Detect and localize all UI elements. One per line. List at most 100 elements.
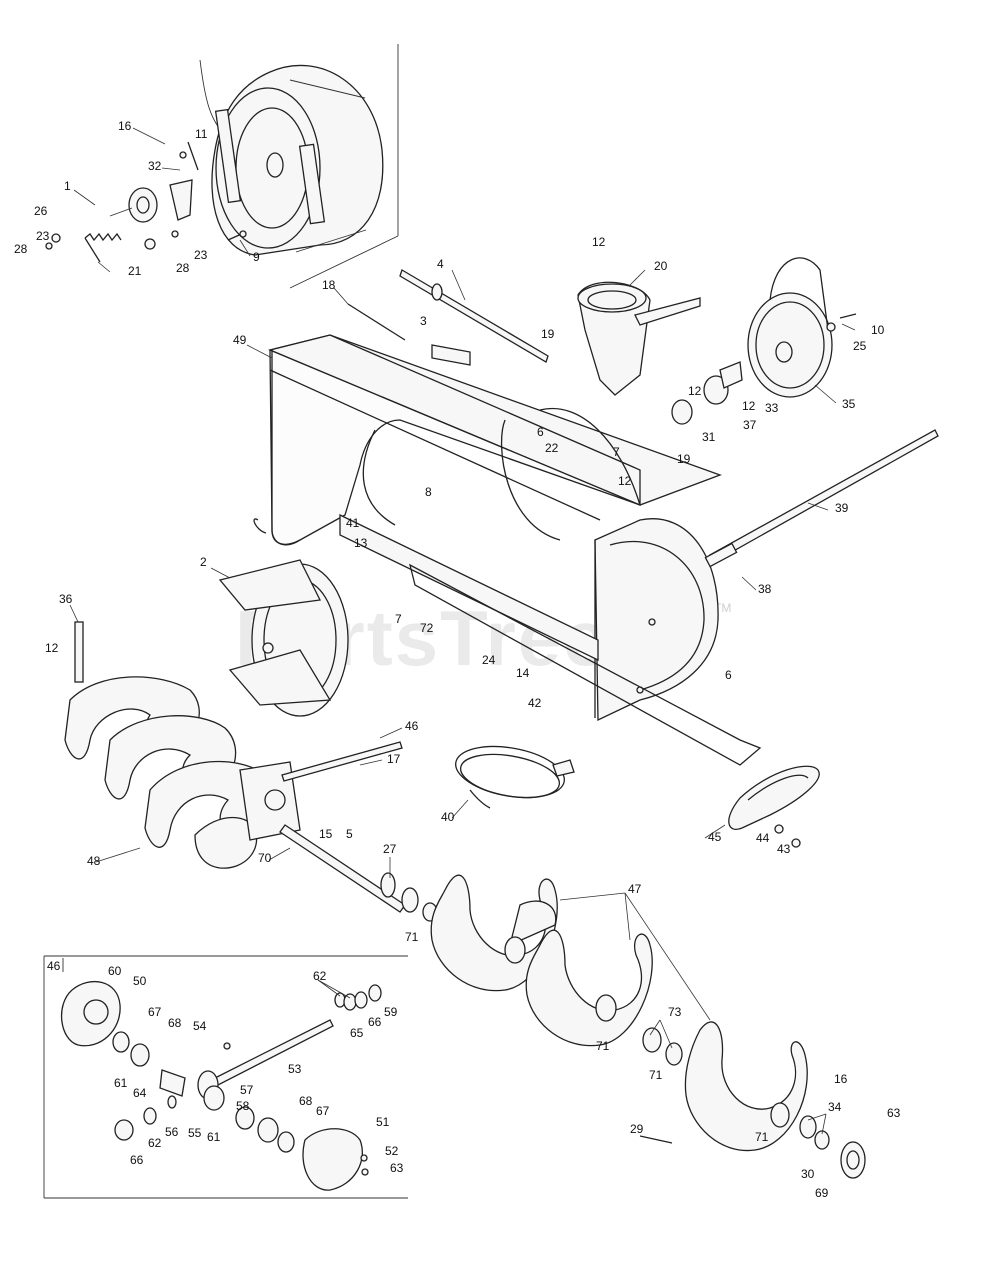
callout-26: 26 — [34, 204, 48, 218]
callout-66: 66 — [368, 1015, 382, 1029]
callout-56: 56 — [165, 1125, 179, 1139]
callout-35: 35 — [842, 397, 856, 411]
callout-6: 6 — [725, 668, 732, 682]
callout-8: 8 — [425, 485, 432, 499]
callout-54: 54 — [193, 1019, 207, 1033]
callout-12: 12 — [592, 235, 606, 249]
impeller — [218, 559, 349, 717]
right-auger — [430, 874, 866, 1179]
callout-71: 71 — [755, 1130, 769, 1144]
inset-label: 46 — [47, 959, 61, 973]
callout-50: 50 — [133, 974, 147, 988]
callout-61: 61 — [114, 1076, 128, 1090]
callout-41: 41 — [346, 516, 360, 530]
callout-47: 47 — [628, 882, 642, 896]
callout-34: 34 — [828, 1100, 842, 1114]
callout-62: 62 — [148, 1136, 162, 1150]
power-cord — [455, 745, 575, 809]
callout-42: 42 — [528, 696, 542, 710]
callout-36: 36 — [59, 592, 73, 606]
callout-69: 69 — [815, 1186, 829, 1200]
callout-68: 68 — [168, 1016, 182, 1030]
callout-12: 12 — [688, 384, 702, 398]
callout-37: 37 — [743, 418, 757, 432]
leader-lines — [69, 127, 856, 1135]
drive-pulley — [671, 257, 939, 568]
callout-1: 1 — [64, 179, 71, 193]
wheel-assembly — [45, 44, 399, 289]
callout-63: 63 — [390, 1161, 404, 1175]
callout-73: 73 — [668, 1005, 682, 1019]
callout-39: 39 — [835, 501, 849, 515]
callout-28: 28 — [14, 242, 28, 256]
callout-72: 72 — [420, 621, 434, 635]
callout-19: 19 — [541, 327, 555, 341]
callout-20: 20 — [654, 259, 668, 273]
callout-32: 32 — [148, 159, 162, 173]
callout-70: 70 — [258, 851, 272, 865]
callout-55: 55 — [188, 1126, 202, 1140]
callout-28: 28 — [176, 261, 190, 275]
callout-3: 3 — [420, 314, 427, 328]
callout-66: 66 — [130, 1153, 144, 1167]
callout-44: 44 — [756, 831, 770, 845]
callout-5: 5 — [346, 827, 353, 841]
callout-7: 7 — [395, 612, 402, 626]
callout-48: 48 — [87, 854, 101, 868]
callout-9: 9 — [253, 250, 260, 264]
left-auger — [64, 621, 406, 913]
callout-22: 22 — [545, 441, 559, 455]
callout-61: 61 — [207, 1130, 221, 1144]
callout-49: 49 — [233, 333, 247, 347]
callout-64: 64 — [133, 1086, 147, 1100]
callout-45: 45 — [708, 830, 722, 844]
callout-51: 51 — [376, 1115, 390, 1129]
callout-16: 16 — [834, 1072, 848, 1086]
callout-52: 52 — [385, 1144, 399, 1158]
callout-6: 6 — [537, 425, 544, 439]
callout-2: 2 — [200, 555, 207, 569]
callout-24: 24 — [482, 653, 496, 667]
callout-21: 21 — [128, 264, 142, 278]
callout-19: 19 — [677, 452, 691, 466]
callout-7: 7 — [613, 445, 620, 459]
callout-67: 67 — [316, 1104, 330, 1118]
callout-65: 65 — [350, 1026, 364, 1040]
callout-58: 58 — [236, 1099, 250, 1113]
callout-12: 12 — [618, 474, 632, 488]
callout-62: 62 — [313, 969, 327, 983]
callout-53: 53 — [288, 1062, 302, 1076]
callout-71: 71 — [405, 930, 419, 944]
callout-14: 14 — [516, 666, 530, 680]
callout-12: 12 — [742, 399, 756, 413]
auger-housing — [253, 269, 762, 766]
callout-59: 59 — [384, 1005, 398, 1019]
callout-33: 33 — [765, 401, 779, 415]
callout-68: 68 — [299, 1094, 313, 1108]
callout-15: 15 — [319, 827, 333, 841]
callout-12: 12 — [45, 641, 59, 655]
callout-30: 30 — [801, 1167, 815, 1181]
gearbox-inset — [43, 955, 408, 1199]
callout-71: 71 — [596, 1039, 610, 1053]
callout-27: 27 — [383, 842, 397, 856]
callout-11: 11 — [195, 127, 208, 141]
callout-71: 71 — [649, 1068, 663, 1082]
callout-31: 31 — [702, 430, 716, 444]
callout-16: 16 — [118, 119, 132, 133]
callout-63: 63 — [887, 1106, 901, 1120]
callout-57: 57 — [240, 1083, 254, 1097]
callout-23: 23 — [36, 229, 50, 243]
callout-10: 10 — [871, 323, 885, 337]
callout-43: 43 — [777, 842, 791, 856]
callout-67: 67 — [148, 1005, 162, 1019]
callout-23: 23 — [194, 248, 208, 262]
callout-46: 46 — [405, 719, 419, 733]
callout-29: 29 — [630, 1122, 644, 1136]
callout-60: 60 — [108, 964, 122, 978]
callout-17: 17 — [387, 752, 401, 766]
callout-13: 13 — [354, 536, 368, 550]
callout-38: 38 — [758, 582, 772, 596]
